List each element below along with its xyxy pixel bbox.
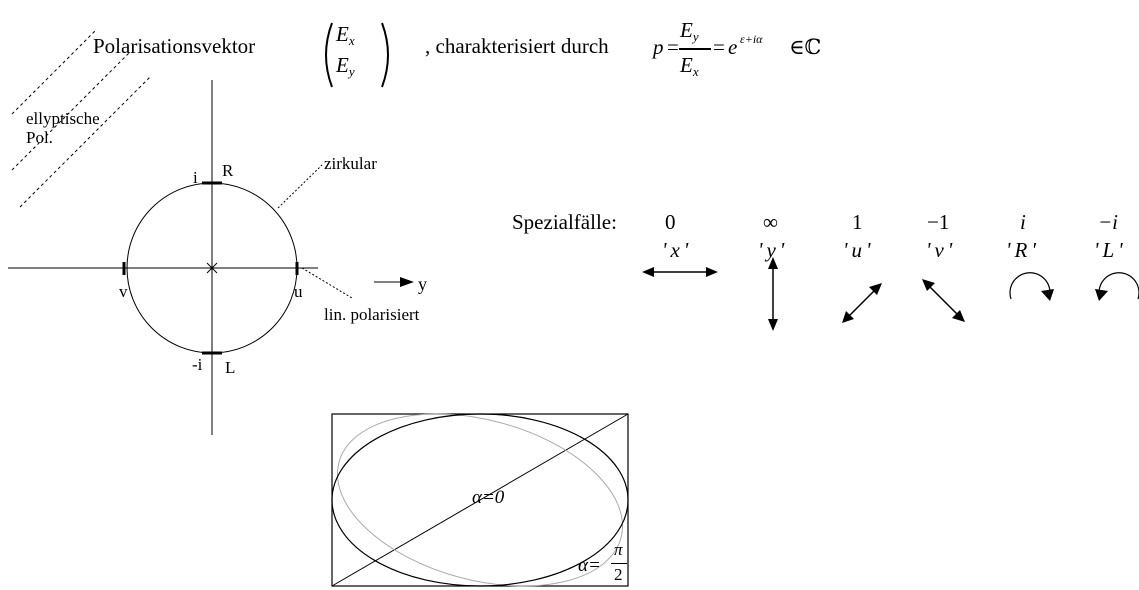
counterclockwise-arc-arrow-icon xyxy=(1095,272,1139,301)
case-name-4: 'R' xyxy=(1006,238,1040,262)
alpha-zero-label: α=0 xyxy=(472,487,505,508)
equals-2: = xyxy=(713,35,725,59)
axis-label-y: y xyxy=(418,274,427,294)
rotated-ellipse-gray xyxy=(336,413,624,587)
y-arrow-head xyxy=(400,277,414,287)
ellipse-box-diagram xyxy=(331,413,629,587)
alpha-pi-denominator: 2 xyxy=(614,565,623,584)
vector-parentheses xyxy=(325,22,389,88)
special-case-symbols xyxy=(642,257,1139,331)
special-cases-title: Spezialfälle: xyxy=(512,210,617,234)
dashed-line-2 xyxy=(11,51,131,171)
fraction-bar xyxy=(679,48,711,50)
case-name-2: 'u' xyxy=(843,238,875,262)
equals-1: = xyxy=(667,35,679,59)
point-label-L: L xyxy=(225,358,236,377)
vector-ex: Ex xyxy=(336,22,355,48)
case-value-3: −1 xyxy=(927,210,950,234)
center-cross-b xyxy=(206,262,218,274)
elliptic-label-line1: ellyptische xyxy=(26,109,100,128)
alpha-pi-numerator: π xyxy=(614,540,623,559)
fraction-numerator: Ey xyxy=(680,18,699,44)
alpha-pi-prefix: α= xyxy=(578,555,601,576)
fraction-denominator: Ex xyxy=(680,53,699,79)
linear-label: lin. polarisiert xyxy=(324,305,420,324)
exponent: ε+iα xyxy=(740,32,763,46)
point-label-R: R xyxy=(222,161,234,180)
point-label-v: v xyxy=(119,282,128,301)
zirkular-leader xyxy=(277,164,323,209)
case-name-3: 'v' xyxy=(926,238,957,262)
point-label-minus-i: -i xyxy=(192,355,203,374)
circle-label-zirkular: zirkular xyxy=(324,154,377,173)
horizontal-arrow-icon xyxy=(642,267,718,277)
main-ellipse xyxy=(331,413,629,587)
polarization-circle-diagram xyxy=(8,29,414,435)
element-of-complex: ∈ℂ xyxy=(789,35,822,59)
vector-ey-sub: y xyxy=(348,64,355,79)
dashed-line-3 xyxy=(19,76,151,208)
vector-ex-sub: x xyxy=(348,33,355,48)
diagonal-down-arrow-icon xyxy=(922,279,965,322)
characterized-by-label: , charakterisiert durch xyxy=(425,34,609,58)
case-name-1: 'y' xyxy=(758,238,789,262)
case-value-5: −i xyxy=(1098,210,1119,234)
clockwise-arc-arrow-icon xyxy=(1009,272,1054,301)
alpha-pi-bar xyxy=(611,563,627,564)
case-name-0: 'x' xyxy=(662,238,693,262)
case-value-0: 0 xyxy=(665,210,676,234)
p-symbol: p xyxy=(653,35,664,59)
case-value-2: 1 xyxy=(852,210,863,234)
vertical-arrow-icon xyxy=(768,257,778,331)
point-label-u: u xyxy=(294,282,303,301)
rectangle-diagonal xyxy=(331,413,629,587)
diagonal-up-arrow-icon xyxy=(842,283,882,323)
polarization-vector-label: Polarisationsvektor xyxy=(93,34,256,58)
dashed-line-1 xyxy=(11,29,97,115)
point-label-i: i xyxy=(193,168,198,187)
elliptic-label-line2: Pol. xyxy=(26,128,53,147)
case-name-5: 'L' xyxy=(1094,238,1127,262)
case-value-4: i xyxy=(1020,210,1026,234)
vector-ey: Ey xyxy=(336,53,355,79)
case-value-1: ∞ xyxy=(763,210,778,234)
linear-leader xyxy=(301,267,353,299)
exponential-base: e xyxy=(728,35,738,59)
